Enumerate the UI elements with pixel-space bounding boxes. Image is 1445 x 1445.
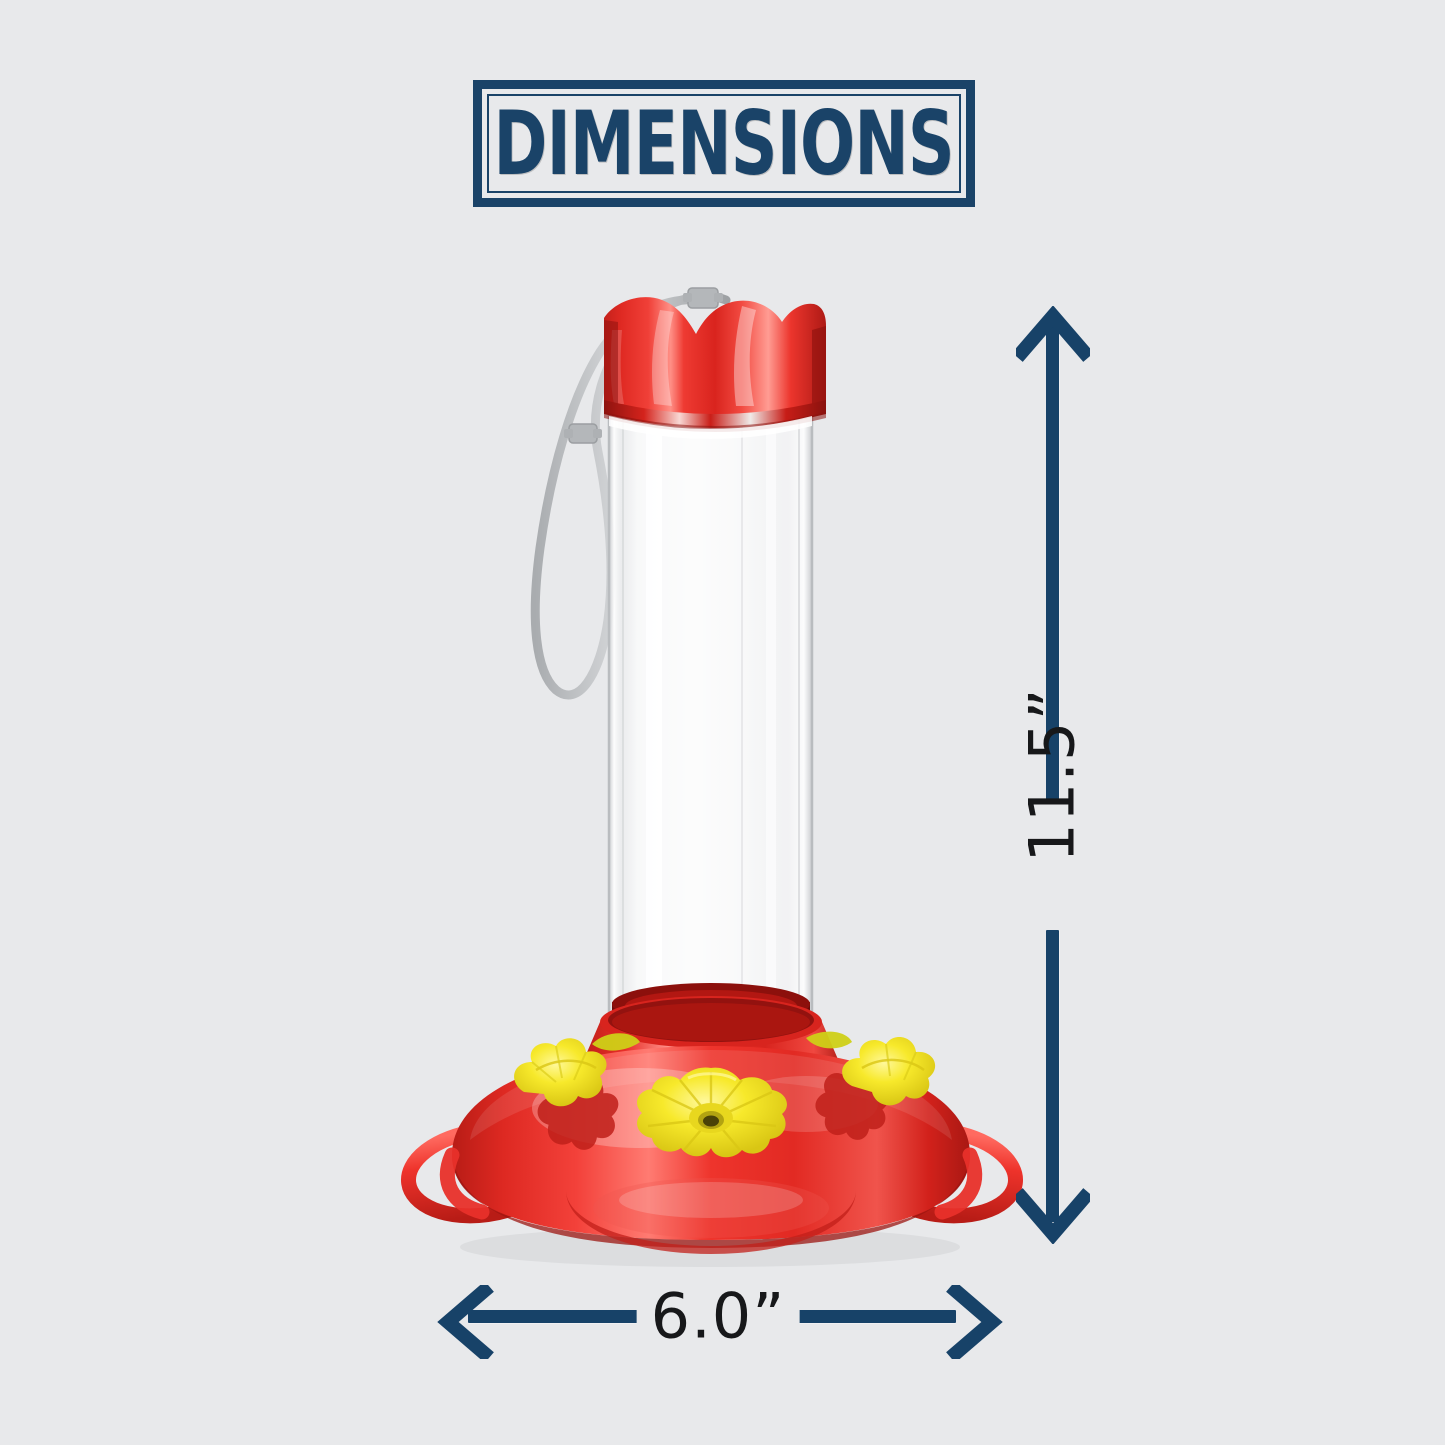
- page-title-badge: DIMENSIONS: [473, 80, 975, 207]
- glass-tube: [607, 412, 814, 1024]
- flower-port-center: [637, 1067, 787, 1158]
- height-dimension-label: 11.5”: [1015, 687, 1089, 863]
- width-arrow-shaft-right: [760, 1310, 956, 1323]
- arrow-head-left-icon: [436, 1285, 498, 1359]
- width-arrow-shaft-left: [468, 1310, 678, 1323]
- height-arrow-shaft-lower: [1046, 930, 1059, 1222]
- feeder-base: [400, 983, 1024, 1254]
- arrow-head-right-icon: [942, 1285, 1004, 1359]
- arrow-head-down-icon: [1016, 1182, 1090, 1244]
- flower-port-left: [514, 1033, 640, 1107]
- feeder-cap: [604, 297, 826, 439]
- height-arrow-shaft-upper: [1046, 322, 1059, 802]
- height-dimension-arrow: [1000, 300, 1110, 1250]
- width-dimension-label: 6.0”: [636, 1279, 800, 1353]
- arrow-head-up-icon: [1016, 306, 1090, 368]
- page-title: DIMENSIONS: [493, 91, 955, 195]
- width-dimension-arrow: [430, 1280, 1010, 1360]
- flower-port-right: [806, 1031, 936, 1106]
